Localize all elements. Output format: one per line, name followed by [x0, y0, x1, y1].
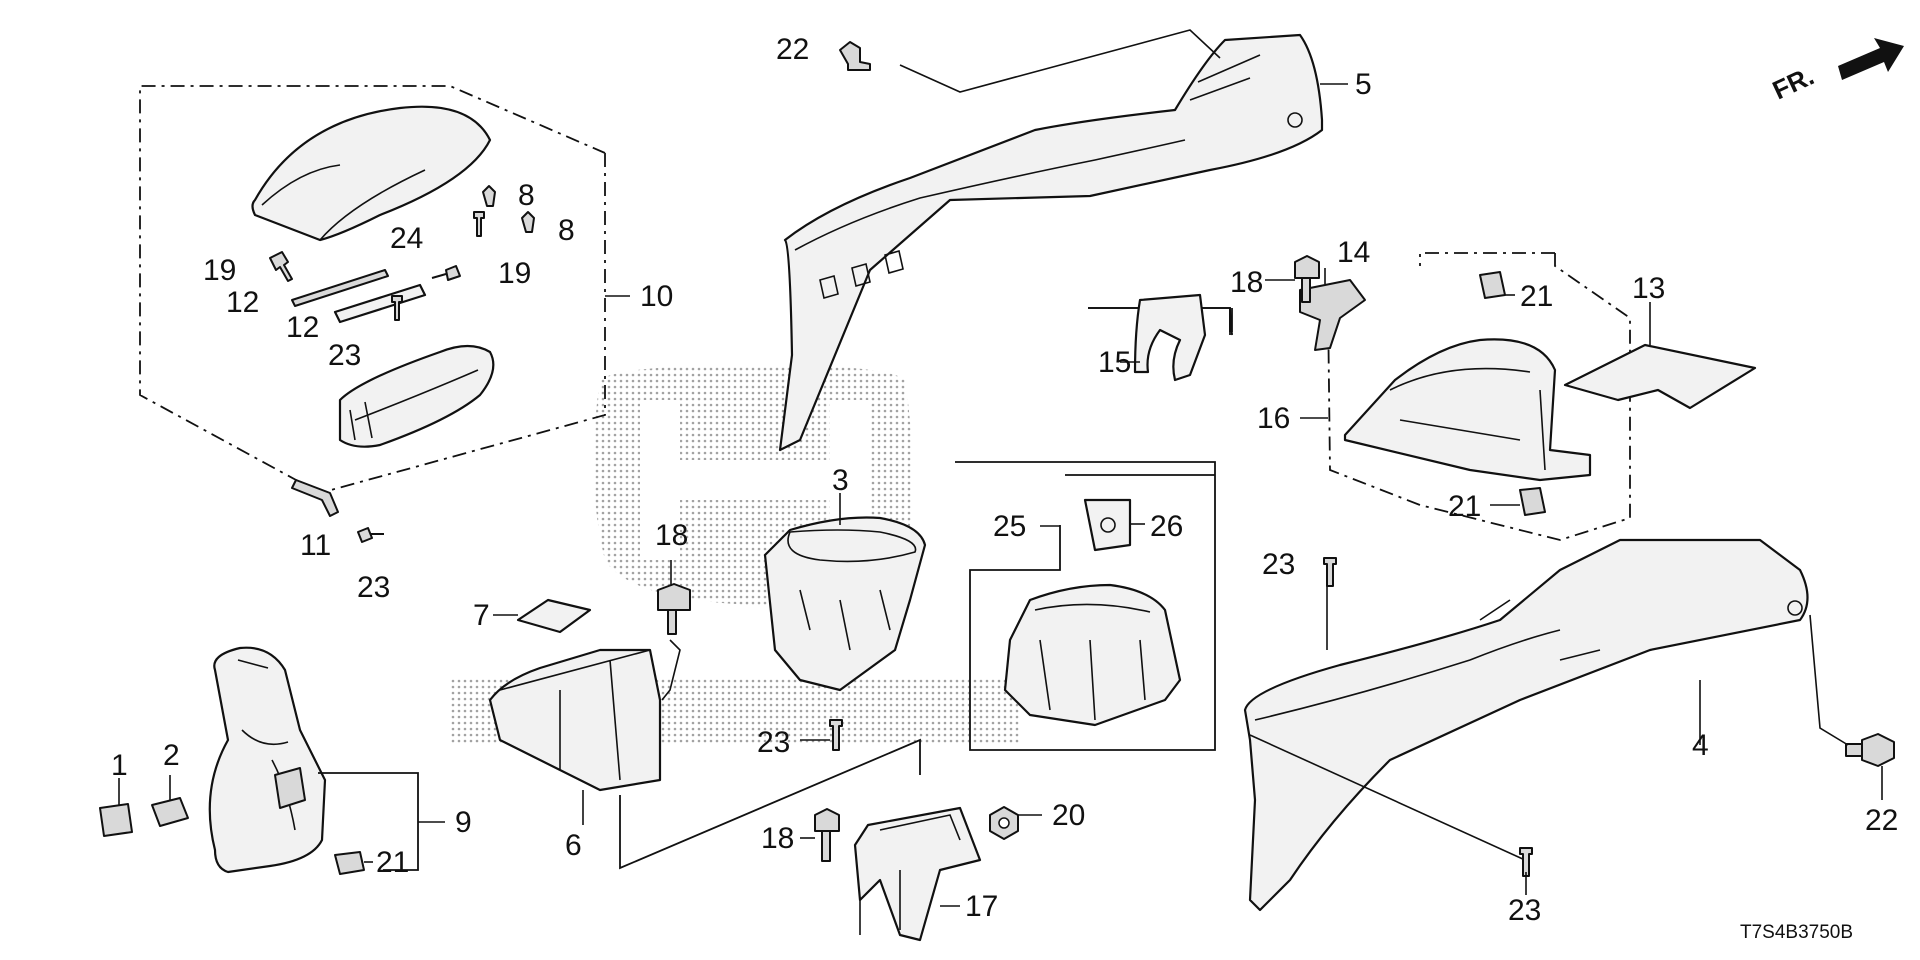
shift-bracket-6 [488, 648, 662, 792]
pin-8a [482, 185, 496, 207]
cap-26 [1083, 498, 1132, 552]
callout-15: 15 [1098, 346, 1131, 379]
shift-housing-assembly-box [955, 461, 1216, 751]
bolt-18c [814, 808, 840, 862]
bracket-14 [1299, 279, 1366, 351]
callout-2: 2 [163, 739, 180, 772]
callout-20: 20 [1052, 799, 1085, 832]
callout-14: 14 [1337, 236, 1370, 269]
shift-boot-9 [208, 646, 327, 874]
part-16-group [1327, 252, 1631, 541]
front-label: FR. [1768, 61, 1819, 106]
bolt-18b [657, 583, 691, 635]
callout-23c: 23 [757, 726, 790, 759]
diagram-code: T7S4B3750B [1740, 922, 1853, 943]
callout-9: 9 [455, 806, 472, 839]
clip-21c [334, 851, 365, 875]
callout-22a: 22 [776, 33, 809, 66]
callout-22b: 22 [1865, 804, 1898, 837]
callout-6: 6 [565, 829, 582, 862]
callout-19a: 19 [203, 254, 236, 287]
pad-7 [516, 598, 592, 634]
armrest-lid [251, 105, 492, 242]
callout-7: 7 [473, 599, 490, 632]
clip-21b [1519, 487, 1546, 516]
callout-13: 13 [1632, 272, 1665, 305]
callout-19b: 19 [498, 257, 531, 290]
front-direction-marker: FR. [1768, 38, 1904, 105]
callout-12b: 12 [286, 311, 319, 344]
callout-18c: 18 [761, 822, 794, 855]
screw-19b [431, 265, 461, 281]
armrest-hinge-strip [291, 269, 389, 307]
callout-17: 17 [965, 890, 998, 923]
callout-4: 4 [1692, 729, 1709, 762]
callout-23a: 23 [328, 339, 361, 372]
callout-5: 5 [1355, 68, 1372, 101]
bezel-insert [274, 767, 306, 809]
screw-23b [357, 527, 384, 543]
callout-23d: 23 [1262, 548, 1295, 581]
bolt-18a [1294, 255, 1320, 303]
screw-19a [269, 251, 293, 282]
part-16-bezel [1343, 338, 1592, 482]
shift-housing-3 [763, 516, 927, 692]
callout-8a: 8 [518, 179, 535, 212]
screw-23c [829, 719, 843, 751]
callout-26: 26 [1150, 510, 1183, 543]
callout-24: 24 [390, 222, 423, 255]
shift-housing-25 [1003, 583, 1182, 727]
callout-18b: 18 [655, 519, 688, 552]
pad-13 [1563, 343, 1757, 410]
clip-22b [1845, 733, 1895, 767]
part-15 [1133, 293, 1207, 382]
clip-21a [1479, 271, 1506, 299]
callout-21c: 21 [376, 846, 409, 879]
callout-18a: 18 [1230, 266, 1263, 299]
console-side-panel-upper [778, 33, 1324, 452]
callout-23b: 23 [357, 571, 390, 604]
console-side-panel-lower [1243, 538, 1809, 912]
callout-1: 1 [111, 749, 128, 782]
screw-23e [1519, 847, 1533, 877]
callout-21b: 21 [1448, 490, 1481, 523]
callout-8b: 8 [558, 214, 575, 247]
bracket-17 [853, 806, 982, 942]
latch-11 [291, 479, 339, 517]
armrest-group-outline [139, 85, 606, 494]
callout-25: 25 [993, 510, 1026, 543]
switch-2 [151, 797, 189, 827]
pin-8b [521, 211, 535, 233]
callout-12a: 12 [226, 286, 259, 319]
screw-24 [473, 211, 485, 237]
switch-1 [99, 803, 133, 837]
armrest-hinge-bracket [333, 283, 427, 324]
screw-23d [1323, 557, 1337, 587]
clip-22a [839, 41, 871, 71]
callout-3: 3 [832, 464, 849, 497]
callout-21a: 21 [1520, 280, 1553, 313]
callout-11: 11 [300, 529, 331, 562]
callout-23e: 23 [1508, 894, 1541, 927]
screw-23a [391, 295, 403, 321]
callout-10: 10 [640, 280, 673, 313]
front-arrow-icon [1838, 38, 1904, 80]
callout-16: 16 [1257, 402, 1290, 435]
